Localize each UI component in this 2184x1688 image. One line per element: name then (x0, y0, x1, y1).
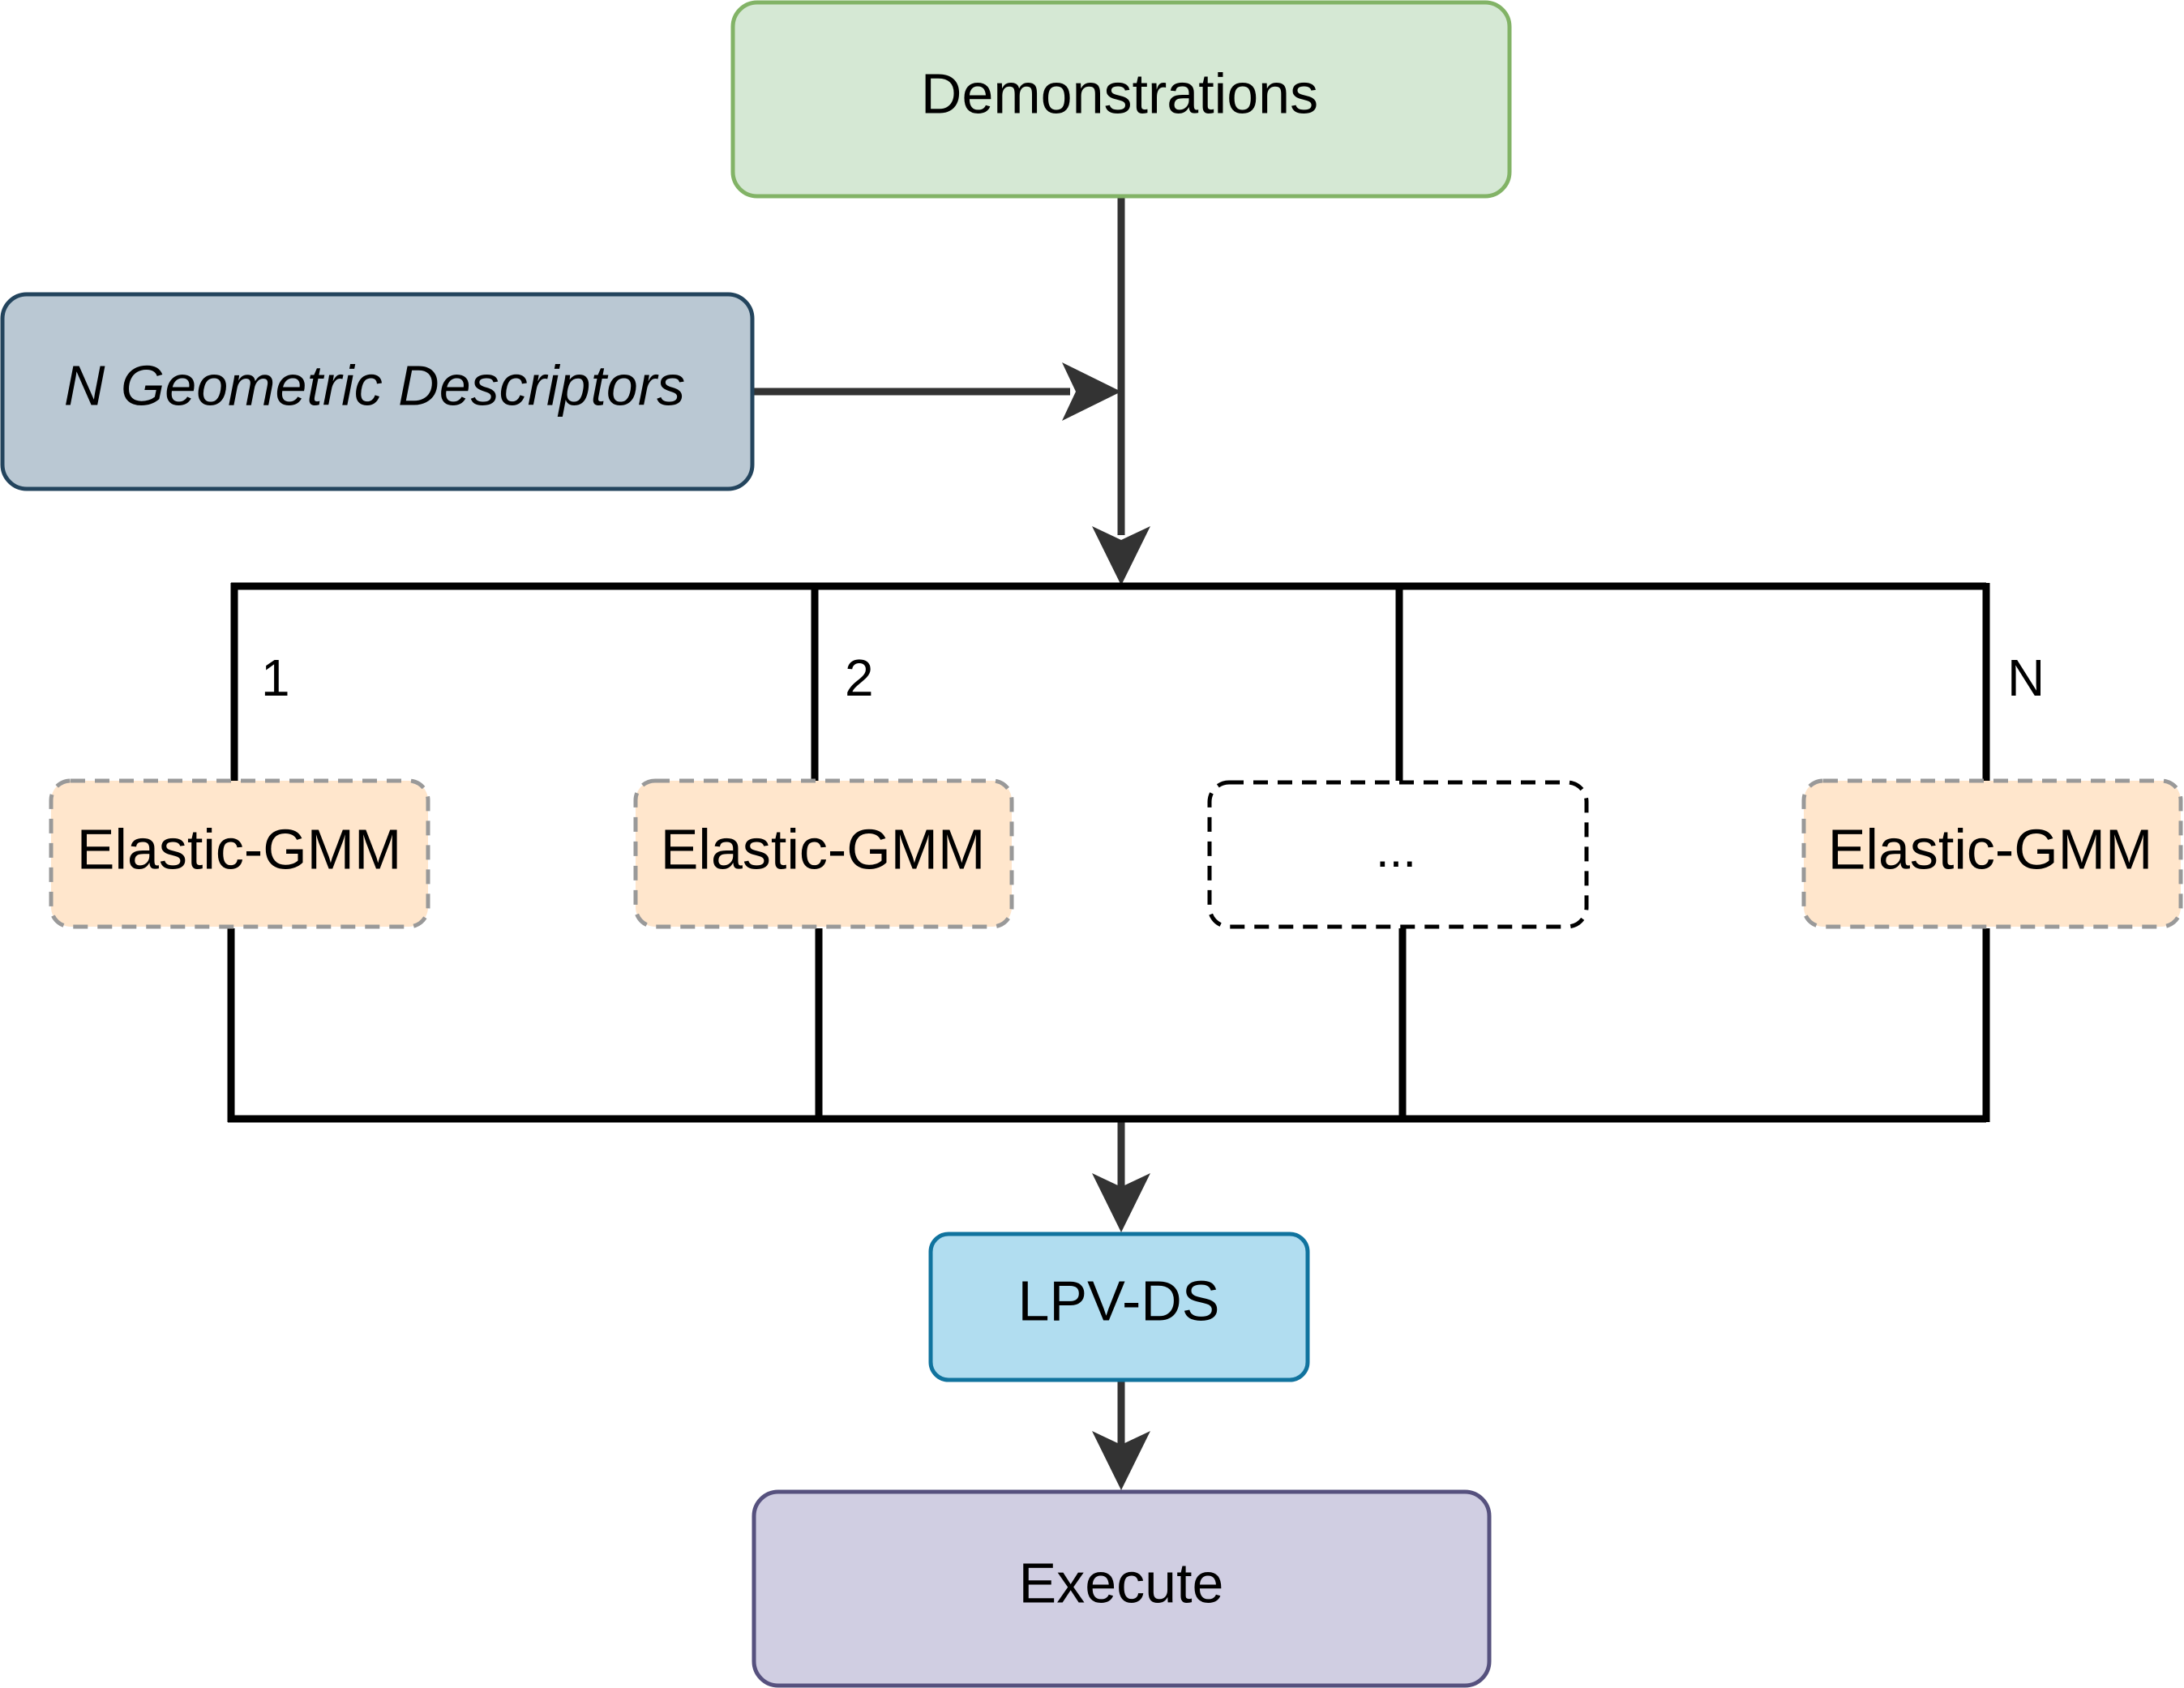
execute-box (752, 1489, 1492, 1688)
gmm-box-more (1207, 780, 1589, 929)
arrowhead-descriptors (1062, 362, 1121, 421)
demonstrations-node: Demonstrations (730, 0, 1512, 199)
gmm-box-n (1801, 778, 2183, 929)
gmm-box-2 (633, 778, 1014, 929)
arrowhead-execute (1092, 1431, 1150, 1490)
gmm-box-1 (49, 778, 430, 929)
gmm-label-2: Elastic-GMM (661, 817, 986, 880)
gmm-label-n: Elastic-GMM (1828, 817, 2153, 880)
demonstrations-box (730, 0, 1512, 199)
descriptors-label: N Geometric Descriptors (64, 353, 685, 417)
branch-frame (227, 582, 1990, 1123)
gmm-node-more: ... (1207, 780, 1589, 929)
execute-node: Execute (752, 1489, 1492, 1688)
gmm-node-1: Elastic-GMM (49, 778, 430, 929)
descriptors-box (0, 292, 755, 491)
arrowhead-lpvds (1092, 1173, 1150, 1232)
lpvds-box (928, 1232, 1310, 1382)
branch-label-2: 2 (845, 649, 874, 707)
branch-label-n: N (2007, 649, 2045, 707)
demonstrations-label: Demonstrations (921, 62, 1318, 125)
gmm-node-n: Elastic-GMM (1801, 778, 2183, 929)
gmm-node-2: Elastic-GMM (633, 778, 1014, 929)
gmm-label-1: Elastic-GMM (77, 817, 402, 880)
branch-label-1: 1 (261, 649, 290, 707)
descriptors-node: N Geometric Descriptors (0, 292, 755, 491)
lpvds-label: LPV-DS (1018, 1269, 1220, 1332)
arrowhead-demonstrations (1092, 526, 1150, 585)
execute-label: Execute (1019, 1551, 1224, 1614)
connectors (752, 196, 1125, 1447)
gmm-label-more: ... (1376, 823, 1416, 877)
arrowheads (1062, 362, 1150, 1490)
lpvds-node: LPV-DS (928, 1232, 1310, 1382)
